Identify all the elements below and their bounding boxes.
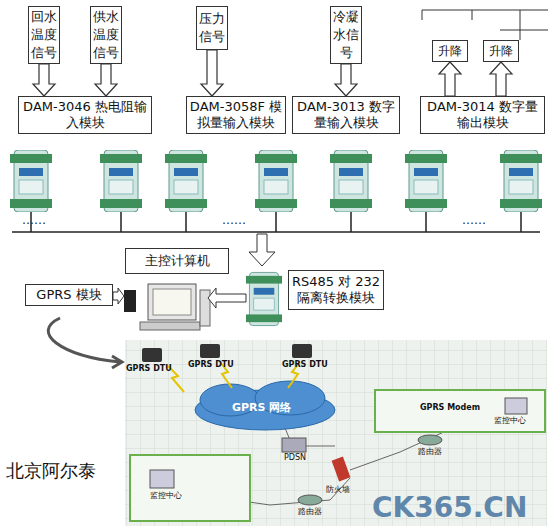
device-label: 路由器 bbox=[418, 448, 442, 456]
bus-drop bbox=[31, 212, 521, 232]
network-background bbox=[125, 340, 547, 526]
network-illustration bbox=[125, 340, 547, 526]
node-text: 升降 bbox=[438, 43, 462, 59]
device-label: GPRS DTU bbox=[282, 361, 328, 369]
ellipsis: …… bbox=[462, 214, 486, 226]
hollow-arrow-connector bbox=[490, 62, 512, 96]
signal-box: 冷凝水信号 bbox=[330, 6, 362, 64]
dtu-image bbox=[142, 348, 162, 362]
radio-links bbox=[168, 362, 300, 392]
io-module-image bbox=[100, 150, 142, 212]
actuator-box: 升降 bbox=[483, 40, 519, 62]
io-module-image bbox=[405, 150, 447, 212]
hollow-arrow bbox=[249, 234, 275, 266]
gprs-modem-image bbox=[124, 290, 136, 312]
module-box: DAM-3058F 模拟量输入模块 bbox=[186, 96, 286, 134]
device-label: PDSN bbox=[284, 454, 306, 462]
node-text: 回水温度信号 bbox=[29, 8, 59, 62]
monitor-center-box bbox=[130, 455, 250, 521]
beam-line bbox=[500, 20, 548, 40]
node-text: DAM-3013 数字量输入模块 bbox=[293, 99, 399, 131]
watermark: CK365.CN bbox=[372, 494, 527, 522]
curved-arrow bbox=[48, 318, 122, 368]
io-modules bbox=[10, 150, 542, 326]
hollow-arrow-connector bbox=[33, 64, 55, 96]
network-label: GPRS 网络 bbox=[232, 402, 291, 413]
module-box: DAM-3014 数字量输出模块 bbox=[420, 96, 545, 134]
module-box: DAM-3013 数字量输入模块 bbox=[292, 96, 400, 134]
beam-hanger bbox=[422, 10, 520, 20]
hollow-arrow-connector bbox=[439, 62, 461, 96]
computer-image bbox=[140, 284, 210, 330]
converter-label-box: RS485 对 232 隔离转换模块 bbox=[288, 270, 384, 310]
device-label: GPRS DTU bbox=[126, 365, 172, 373]
node-text: DAM-3046 热电阻输入模块 bbox=[19, 99, 151, 131]
beam-lines bbox=[422, 10, 548, 40]
signal-box: 压力信号 bbox=[196, 6, 228, 50]
device-label: GPRS DTU bbox=[188, 361, 234, 369]
io-module-image bbox=[500, 150, 542, 212]
tower bbox=[200, 290, 210, 326]
hollow-arrow bbox=[113, 288, 124, 304]
hollow-arrow-connector bbox=[95, 64, 117, 96]
node-text: 供水温度信号 bbox=[91, 8, 121, 62]
node-text: 升降 bbox=[489, 43, 513, 59]
network-grid bbox=[125, 340, 547, 526]
pdsn-image bbox=[282, 438, 306, 452]
screen bbox=[153, 289, 191, 315]
signal-box: 供水温度信号 bbox=[90, 6, 122, 64]
keyboard bbox=[140, 322, 200, 330]
node-text: 主控计算机 bbox=[145, 253, 210, 269]
hollow-arrow-connector bbox=[201, 50, 223, 96]
node-text: 压力信号 bbox=[197, 10, 227, 46]
hollow-arrow bbox=[208, 288, 246, 308]
monitor-center-box bbox=[375, 390, 545, 432]
node-text: DAM-3058F 模拟量输入模块 bbox=[187, 99, 285, 131]
io-module-image bbox=[330, 150, 372, 212]
computer-label-box: 主控计算机 bbox=[125, 248, 229, 274]
dtu-image bbox=[200, 344, 220, 358]
ellipsis: …… bbox=[222, 214, 246, 226]
gprs-label-box: GPRS 模块 bbox=[25, 284, 113, 306]
dtu-devices bbox=[142, 344, 312, 362]
io-module-image bbox=[255, 150, 297, 212]
company-name: 北京阿尔泰 bbox=[6, 462, 96, 480]
device-label: 防火墙 bbox=[326, 486, 350, 494]
io-module-image bbox=[10, 150, 52, 212]
node-text: DAM-3014 数字量输出模块 bbox=[421, 99, 544, 131]
hollow-arrow-connector bbox=[335, 64, 357, 96]
pc-image bbox=[505, 398, 527, 414]
ellipsis: …… bbox=[22, 214, 46, 226]
io-module-image bbox=[165, 150, 207, 212]
rs485-bus bbox=[12, 212, 540, 232]
module-box: DAM-3046 热电阻输入模块 bbox=[18, 96, 152, 134]
node-text: 冷凝水信号 bbox=[331, 8, 361, 62]
device-label: GPRS Modem bbox=[420, 404, 480, 412]
actuator-box: 升降 bbox=[432, 40, 468, 62]
gprs-cloud bbox=[195, 381, 335, 430]
node-text: GPRS 模块 bbox=[36, 287, 101, 303]
device-label: 路由器 bbox=[298, 508, 322, 516]
beam-line bbox=[422, 10, 548, 11]
signal-box: 回水温度信号 bbox=[28, 6, 60, 64]
node-text: RS485 对 232 隔离转换模块 bbox=[289, 274, 383, 306]
monitor bbox=[148, 284, 196, 320]
router-image bbox=[418, 435, 442, 445]
firewall-image bbox=[332, 457, 351, 482]
converter-image bbox=[246, 272, 282, 325]
pc-image bbox=[150, 470, 174, 488]
router-image bbox=[298, 495, 322, 505]
device-label: 监控中心 bbox=[494, 417, 526, 425]
device-label: 监控中心 bbox=[150, 492, 182, 500]
dtu-image bbox=[292, 344, 312, 358]
